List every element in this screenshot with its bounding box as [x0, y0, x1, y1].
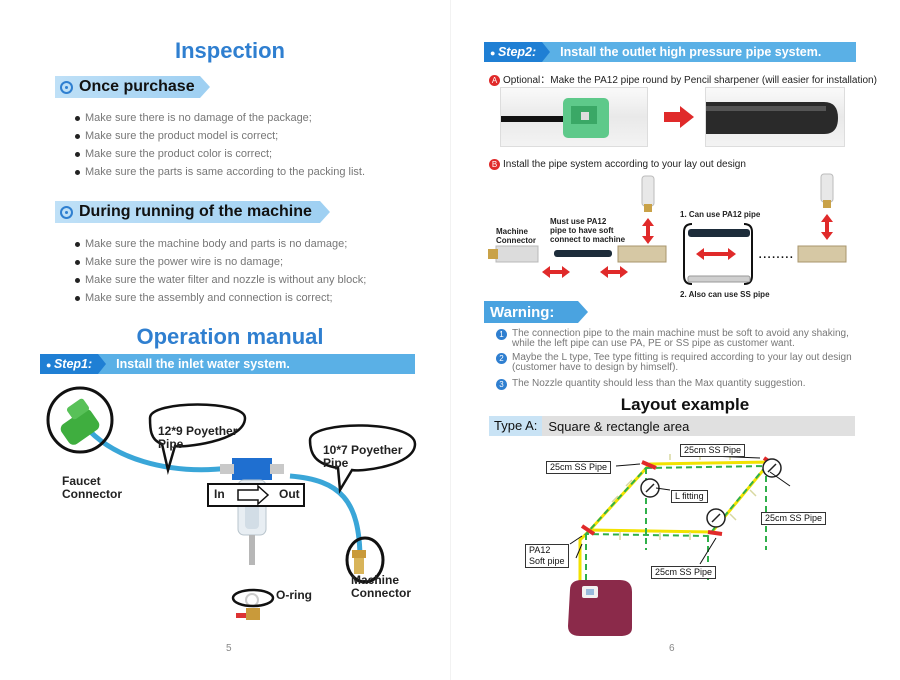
during-running-heading: During running of the machine — [79, 203, 312, 220]
warning-item-3: 3 The Nozzle quantity should less than t… — [496, 378, 856, 390]
nozzle-icon — [641, 175, 655, 212]
faucet-callout — [46, 386, 114, 454]
type-a-bar: Type A: Square & rectangle area — [489, 416, 855, 436]
step2-text: Install the outlet high pressure pipe sy… — [560, 45, 822, 59]
pa12-pipe — [554, 250, 612, 257]
once-purchase-heading: Once purchase — [79, 78, 195, 95]
warning-number-badge: 3 — [496, 379, 507, 390]
during-running-list: Make sure the machine body and parts is … — [75, 235, 366, 307]
warning-text: The Nozzle quantity should less than the… — [512, 378, 806, 389]
l-fitting-label: L fitting — [671, 490, 708, 503]
step1-tag: Step1: — [40, 354, 99, 374]
list-item: Make sure the product color is correct; — [75, 145, 365, 163]
machine-connector-icon — [352, 550, 366, 574]
note-b-text: Install the pipe system according to you… — [503, 159, 746, 170]
warning-item-1: 1 The connection pipe to the main machin… — [496, 329, 856, 349]
layout-diagram — [568, 454, 791, 636]
ss-pipe-left-label: 25cm SS Pipe — [546, 461, 612, 474]
warning-number-badge: 2 — [496, 353, 507, 364]
machine-callout — [345, 536, 385, 584]
machine-connector-text: Machine Connector — [496, 227, 536, 245]
out-label: Out — [279, 487, 300, 501]
pipe-12x9-label: 12*9 Poyether Pipe — [158, 424, 238, 451]
type-a-tag: Type A: — [489, 416, 543, 436]
letter-b-badge: B — [489, 159, 500, 170]
in-label: In — [214, 487, 225, 501]
can-use-pa12-text: 1. Can use PA12 pipe — [680, 210, 761, 219]
warning-item-2: 2 Maybe the L type, Tee type fitting is … — [496, 353, 856, 373]
once-purchase-heading-bar: Once purchase — [55, 76, 210, 98]
type-a-text: Square & rectangle area — [548, 418, 690, 434]
step2-bar: Step2: Install the outlet high pressure … — [484, 42, 856, 62]
ss-pipe-top-label: 25cm SS Pipe — [680, 444, 746, 457]
warning-number-badge: 1 — [496, 329, 507, 340]
letter-a-badge: A — [489, 75, 500, 86]
arrow-right-icon — [664, 106, 694, 128]
machine-connector-label: Machine Connector — [351, 573, 411, 600]
red-arrow-icon — [600, 266, 628, 278]
step1-bar: Step1: Install the inlet water system. — [40, 354, 415, 374]
section-bullet-icon — [60, 80, 73, 94]
machine-connector-part — [495, 245, 539, 263]
pa12-pipe-option — [688, 229, 750, 237]
red-arrow-icon — [542, 266, 570, 278]
operation-manual-title: Operation manual — [136, 324, 324, 349]
pipe-12x9-bubble — [148, 403, 247, 475]
list-item: Make sure the assembly and connection is… — [75, 289, 366, 307]
warning-text: The connection pipe to the main machine … — [512, 328, 849, 349]
red-arrow-icon — [821, 214, 833, 240]
flow-arrow-icon — [237, 484, 270, 506]
end-fitting — [797, 245, 847, 263]
inspection-title: Inspection — [174, 38, 285, 63]
list-item: Make sure the machine body and parts is … — [75, 235, 366, 253]
section-bullet-icon — [60, 205, 73, 219]
inlet-water-diagram — [46, 386, 417, 620]
warning-text: Maybe the L type, Tee type fitting is re… — [512, 352, 852, 373]
page-number-left: 5 — [226, 643, 232, 654]
ss-pipe-option — [687, 275, 751, 283]
ss-pipe-right-label: 25cm SS Pipe — [761, 512, 827, 525]
note-a-text: Optional：Make the PA12 pipe round by Pen… — [503, 75, 877, 86]
once-purchase-list: Make sure there is no damage of the pack… — [75, 109, 365, 181]
pipe-10x7-label: 10*7 Poyether Pipe — [323, 443, 403, 470]
water-filter-icon — [220, 458, 284, 620]
step2-tag: Step2: — [484, 42, 543, 62]
ss-pipe-bottom-label: 25cm SS Pipe — [651, 566, 717, 579]
rounded-pipe-photo — [705, 87, 845, 147]
pipe-10x7 — [289, 473, 363, 561]
list-item: Make sure the water filter and nozzle is… — [75, 271, 366, 289]
pipe-system-diagram: ........ — [488, 173, 847, 285]
list-item: Make sure the power wire is no damage; — [75, 253, 366, 271]
warning-heading: Warning: — [490, 303, 555, 321]
during-running-heading-bar: During running of the machine — [55, 201, 330, 223]
page-divider — [450, 0, 451, 680]
also-ss-pipe-text: 2. Also can use SS pipe — [680, 290, 770, 299]
pipe-sharpener-photo — [500, 87, 648, 147]
list-item: Make sure the parts is same according to… — [75, 163, 365, 181]
oring-label: O-ring — [276, 588, 312, 602]
nozzle-icon — [820, 173, 834, 208]
pa12-soft-pipe-label: PA12 Soft pipe — [525, 544, 569, 568]
oring-callout — [231, 588, 275, 608]
red-arrow-icon — [696, 248, 736, 260]
list-item: Make sure the product model is correct; — [75, 127, 365, 145]
pipe-10x7-bubble — [308, 424, 417, 494]
mist-machine-icon — [568, 580, 632, 636]
red-arrow-icon — [642, 218, 654, 244]
page-number-right: 6 — [669, 643, 675, 654]
warning-heading-bar: Warning: — [484, 301, 588, 323]
faucet-connector-icon — [60, 398, 100, 445]
layout-example-title: Layout example — [620, 395, 750, 414]
must-use-pa12-text: Must use PA12 pipe to have soft connect … — [550, 217, 626, 244]
tee-fitting — [617, 245, 667, 263]
step1-text: Install the inlet water system. — [116, 357, 290, 371]
faucet-connector-label: Faucet Connector — [62, 474, 122, 501]
svg-text:........: ........ — [758, 245, 794, 262]
list-item: Make sure there is no damage of the pack… — [75, 109, 365, 127]
